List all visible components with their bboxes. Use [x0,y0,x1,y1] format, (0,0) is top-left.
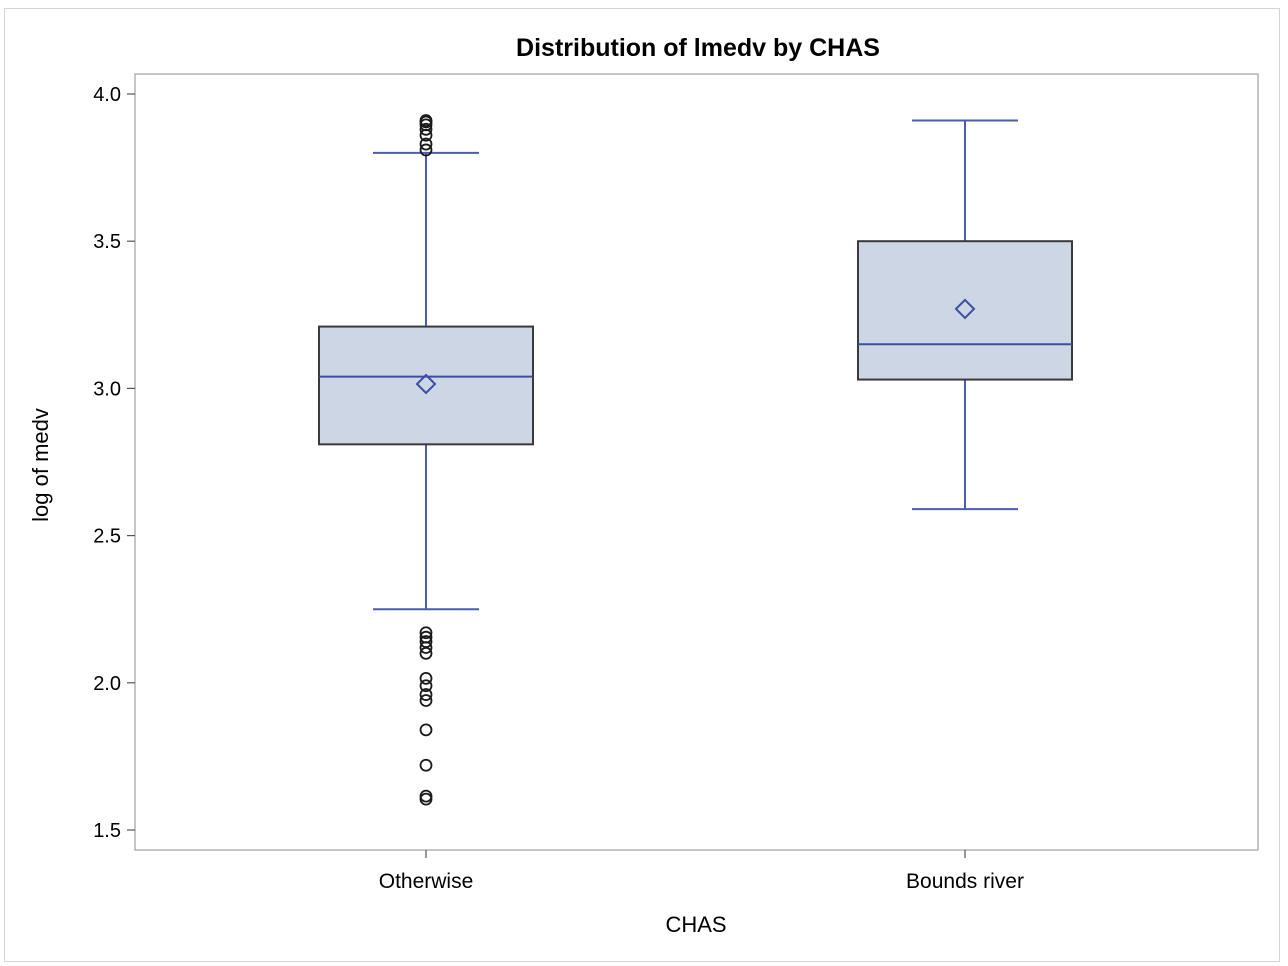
outlier-point [419,626,433,640]
outlier-point [419,758,433,772]
x-tick-label: Bounds river [906,870,1024,893]
x-tick-label: Otherwise [379,870,474,893]
outlier-point [419,723,433,737]
outlier-point [419,122,433,136]
chart-title: Distribution of lmedv by CHAS [516,34,880,62]
outlier-point [419,792,433,806]
y-axis-title: log of medv [28,408,53,522]
outlier-point [419,137,433,151]
y-tick-label: 3.0 [93,378,121,400]
outlier-point [419,671,433,685]
box-group [318,114,534,806]
iqr-box [318,325,534,446]
outlier-point [419,688,433,701]
outlier-point [419,143,433,157]
iqr-box [857,240,1073,381]
outlier-point [419,679,433,693]
outlier-point [419,128,433,142]
y-axis: 1.5 2.0 2.5 3.0 3.5 4.0 [93,84,135,842]
chart-frame [4,8,1280,962]
outlier-point [419,641,433,654]
y-tick-label: 2.0 [93,673,121,695]
y-tick-label: 1.5 [93,820,121,842]
outlier-point [419,646,433,660]
box-series [318,114,1073,806]
mean-marker [954,298,976,320]
y-tick-label: 3.5 [93,231,121,253]
plot-area [134,73,1259,851]
x-axis: Otherwise Bounds river [379,850,1024,893]
y-tick-label: 2.5 [93,526,121,548]
mean-marker [415,373,437,395]
outlier-point [419,694,433,707]
y-tick-label: 4.0 [93,84,121,106]
x-axis-title: CHAS [665,912,726,937]
box-group [857,119,1073,511]
